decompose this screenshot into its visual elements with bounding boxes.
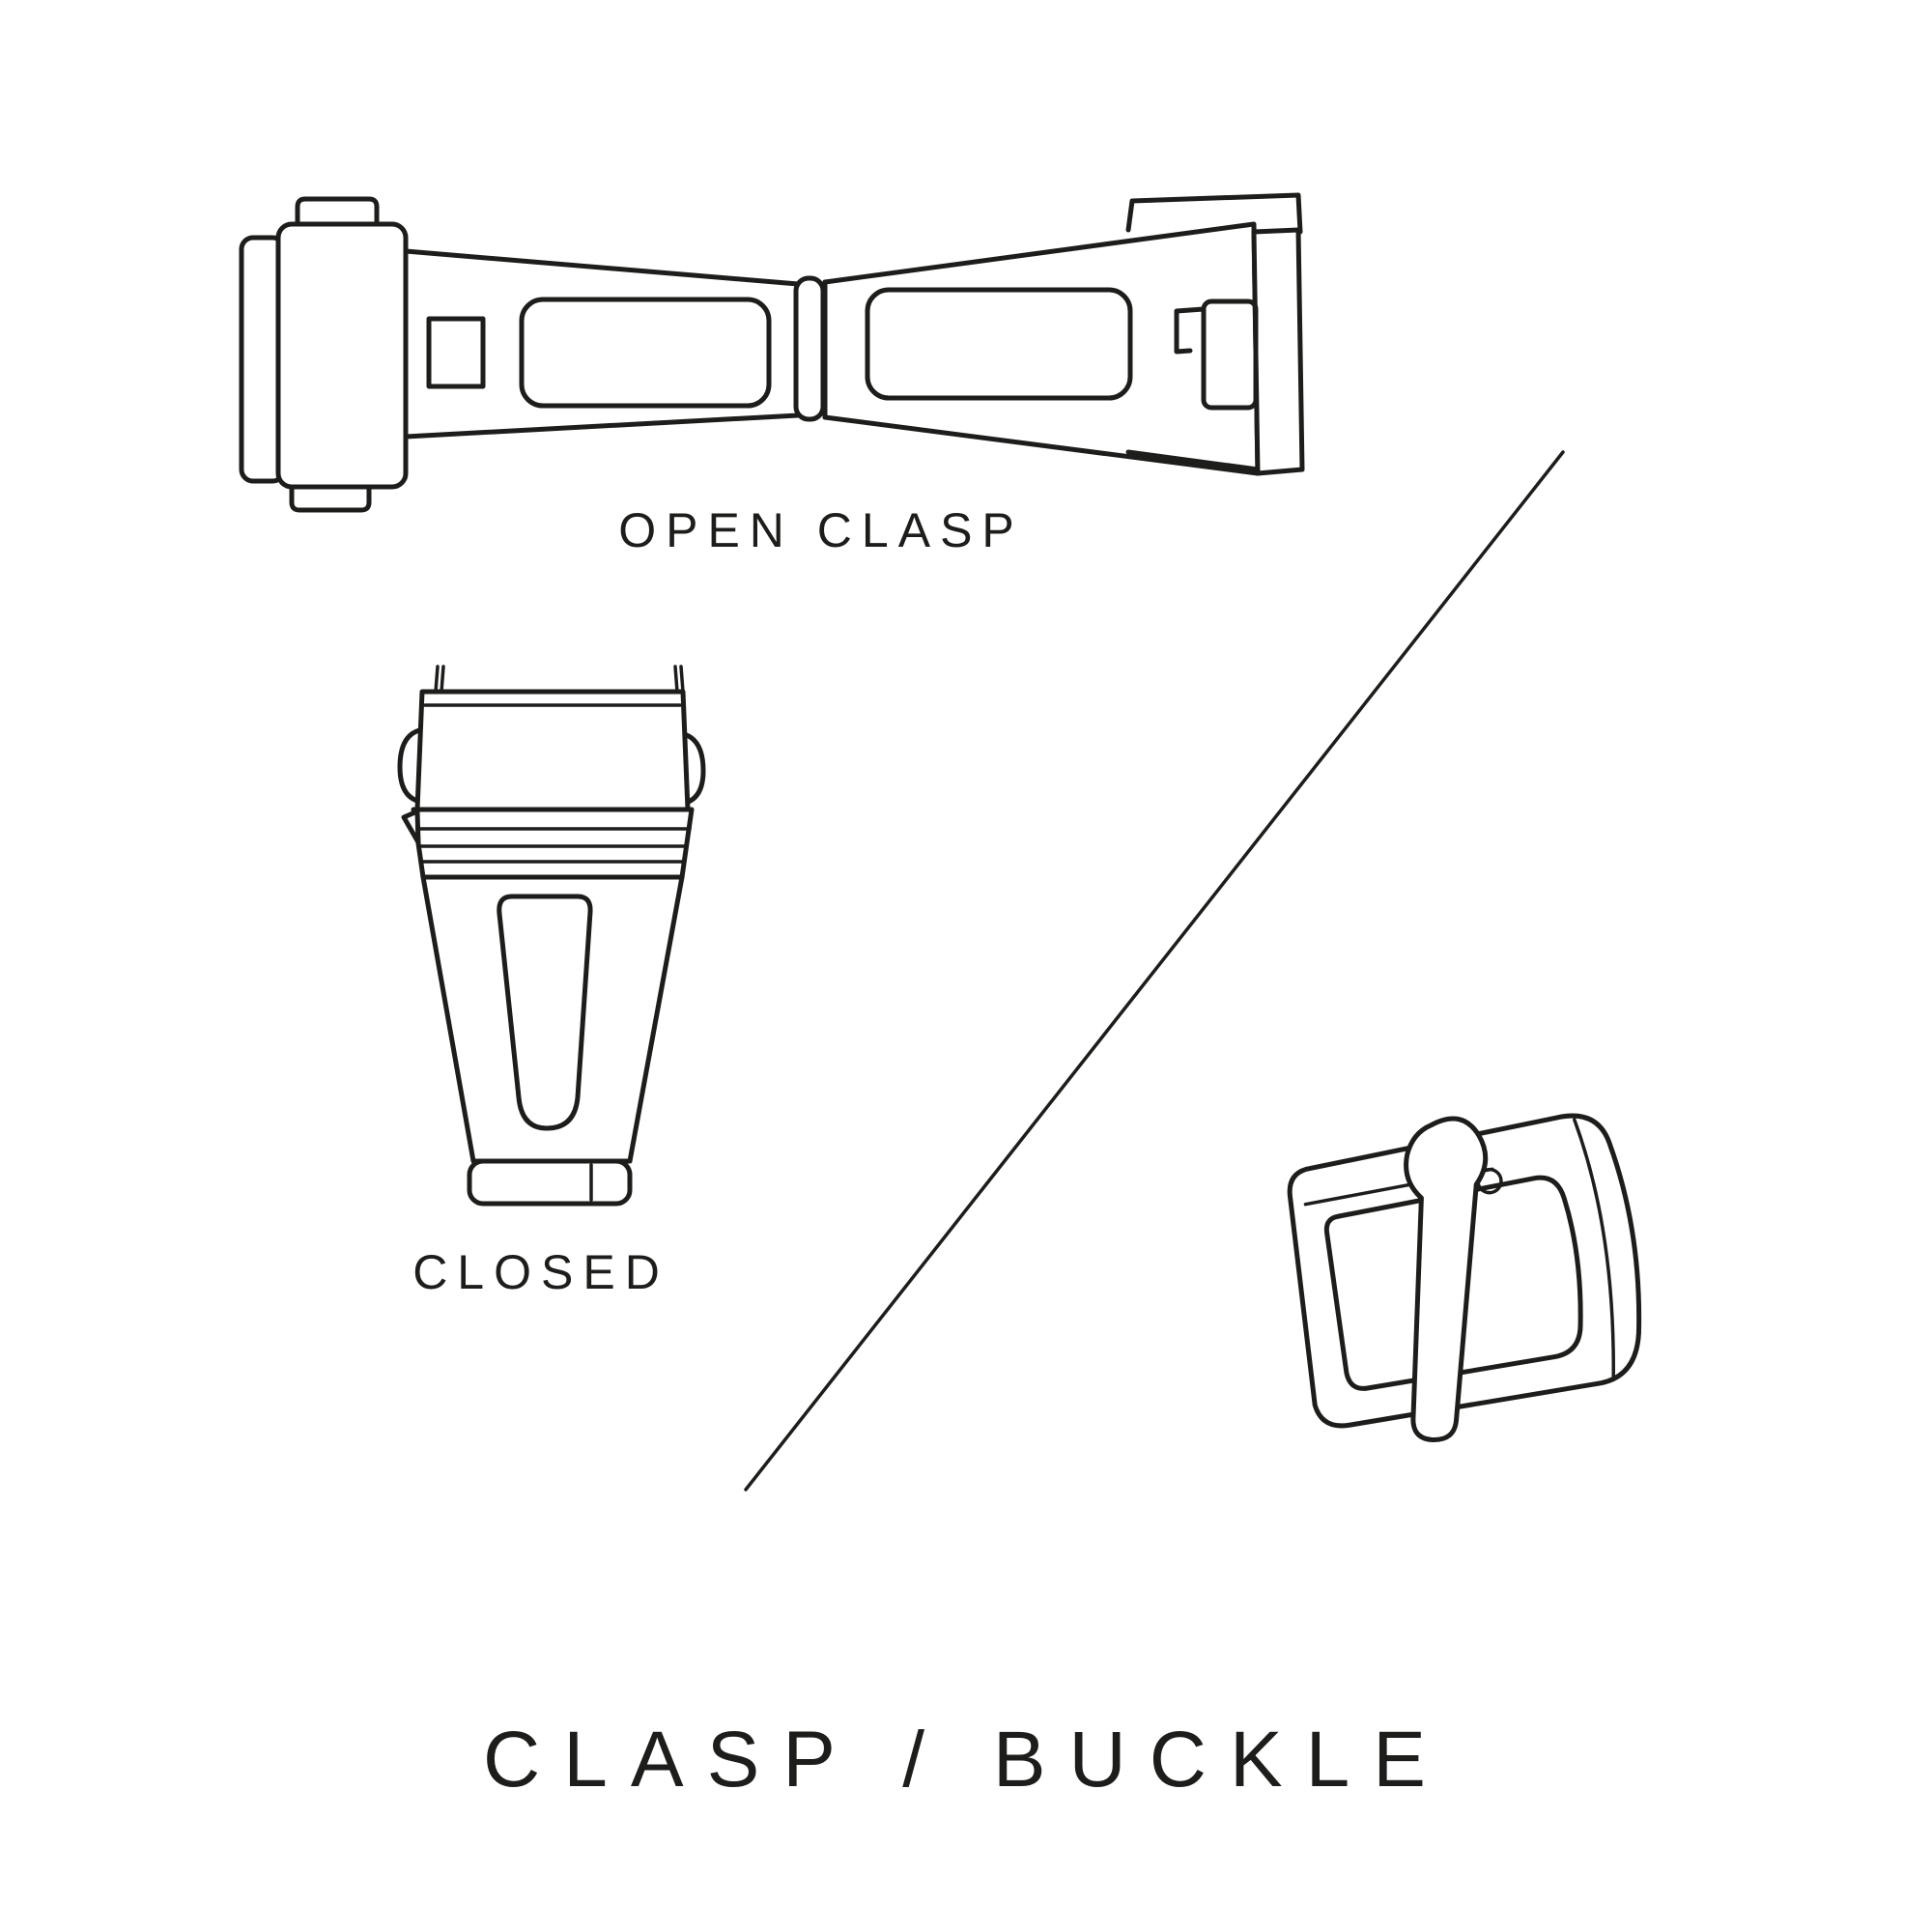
diagonal-divider-line xyxy=(744,450,1565,1492)
closed-clasp-label: CLOSED xyxy=(412,1245,669,1299)
page-title: CLASP / BUCKLE xyxy=(483,1716,1449,1804)
open-clasp-illustration xyxy=(239,192,1305,513)
open-clasp-label: OPEN CLASP xyxy=(618,503,1024,557)
buckle-illustration xyxy=(1287,1113,1642,1442)
closed-clasp-illustration xyxy=(397,665,706,1207)
